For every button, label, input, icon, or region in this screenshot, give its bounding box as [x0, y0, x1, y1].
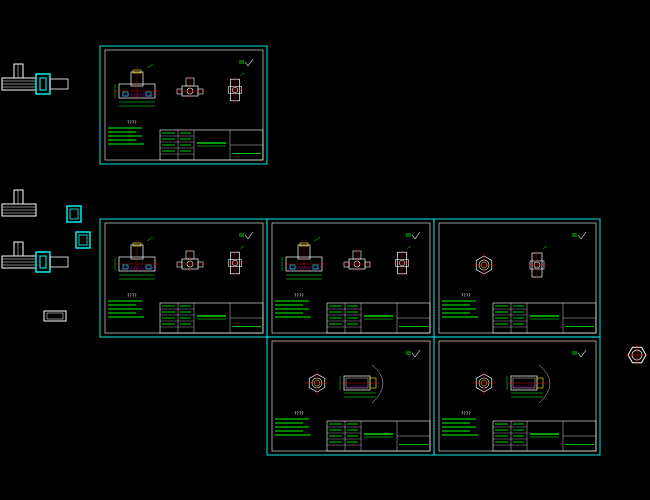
drawing-sheet-3[interactable]: ???? [266, 218, 435, 338]
tee-fitting-middle[interactable] [1, 189, 37, 217]
hex-nut-part[interactable] [626, 344, 648, 366]
tee-fitting-top[interactable] [1, 63, 69, 95]
socket-small[interactable] [66, 205, 82, 223]
drawing-sheet-4[interactable]: ???? [433, 218, 601, 338]
surface-roughness-icon [572, 349, 587, 358]
drawing-sheet-5[interactable]: ???? [266, 336, 435, 456]
nipple-part[interactable] [43, 310, 67, 322]
tee-fitting-bottom[interactable] [1, 241, 69, 273]
surface-roughness-icon [239, 58, 254, 67]
drawing-sheet-6[interactable]: ???? [433, 336, 601, 456]
drawing-sheet-1[interactable]: ???? [99, 45, 268, 165]
surface-roughness-icon [572, 231, 587, 240]
sheet-title: ???? [127, 293, 137, 298]
sheet-title: ???? [294, 293, 304, 298]
surface-roughness-icon [239, 231, 254, 240]
socket-large[interactable] [75, 231, 91, 249]
sheet-title: ???? [294, 411, 304, 416]
sheet-title: ???? [461, 293, 471, 298]
drawing-sheet-2[interactable]: ???? [99, 218, 268, 338]
loose-parts-layer [1, 63, 648, 366]
surface-roughness-icon [406, 231, 421, 240]
sheet-title: ???? [127, 120, 137, 125]
sheets-layer: ???????????????????????? [99, 45, 601, 456]
sheet-title: ???? [461, 411, 471, 416]
surface-roughness-icon [406, 349, 421, 358]
